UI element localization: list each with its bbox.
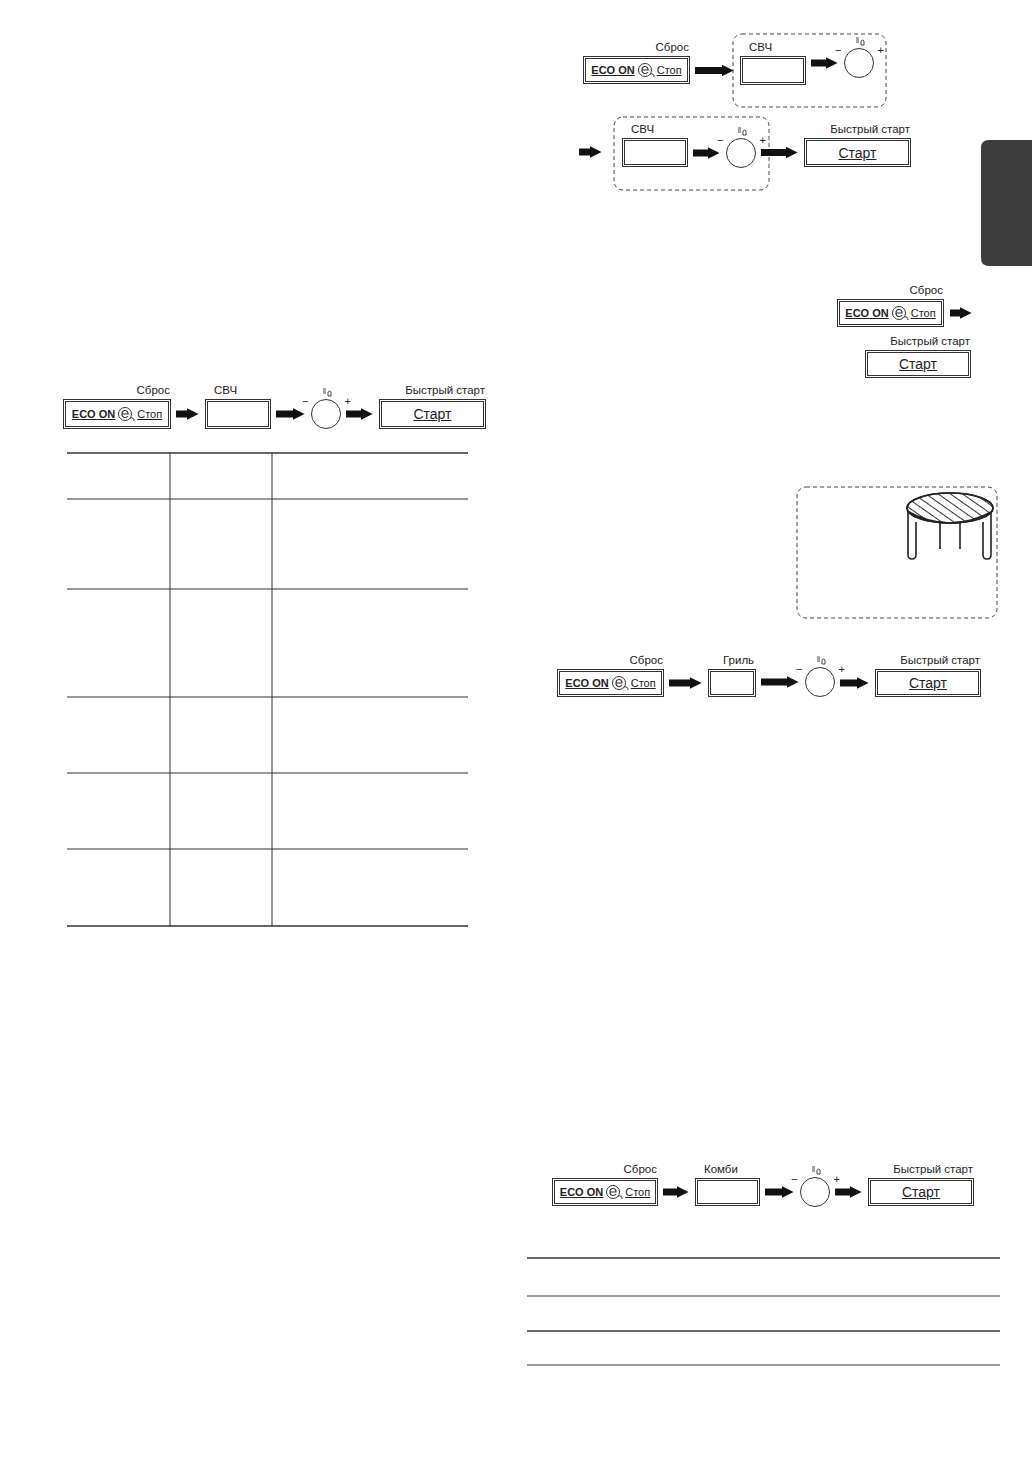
button-caption: Быстрый старт — [830, 123, 910, 136]
minus-sign: − — [302, 396, 308, 407]
control-dial: −+ — [800, 1177, 830, 1207]
dial-icon — [816, 656, 826, 665]
start-label: Старт — [413, 406, 451, 422]
mode-button: Комби — [695, 1178, 760, 1206]
eco-icon — [605, 1184, 623, 1200]
flow-arrow — [669, 680, 692, 687]
table-grid — [527, 1258, 1000, 1365]
minus-sign: − — [796, 664, 802, 675]
table-grid — [67, 453, 468, 926]
start-button: Быстрый стартСтарт — [865, 350, 971, 378]
control-dial: −+ — [805, 667, 835, 697]
plus-sign: + — [760, 135, 766, 146]
eco-label: ECO ON — [72, 408, 115, 420]
start-button: Быстрый стартСтарт — [875, 669, 981, 697]
button-caption: Сброс — [624, 1163, 657, 1176]
button-caption: СВЧ — [631, 123, 654, 136]
start-button: Быстрый стартСтарт — [379, 399, 486, 429]
flow-arrow — [761, 149, 788, 156]
flow-arrow — [835, 1189, 852, 1196]
eco-label: ECO ON — [565, 677, 608, 689]
dial-icon — [322, 388, 332, 397]
dashed-frame — [797, 487, 997, 618]
mode-button: СВЧ — [622, 138, 688, 167]
grill-rack — [907, 493, 993, 559]
eco-icon — [891, 305, 909, 321]
eco-icon — [637, 62, 655, 78]
start-label: Старт — [899, 356, 937, 372]
flow-arrow — [276, 411, 295, 418]
start-button: Быстрый стартСтарт — [804, 138, 911, 167]
flow-arrow — [693, 150, 710, 157]
dial-icon — [855, 37, 865, 46]
flow-arrow — [761, 679, 789, 686]
button-caption: Быстрый старт — [405, 384, 485, 397]
plus-sign: + — [345, 396, 351, 407]
dashed-group — [614, 117, 769, 190]
stop-label: Стоп — [137, 408, 162, 420]
mode-button: СВЧ — [740, 56, 806, 85]
eco-label: ECO ON — [591, 64, 634, 76]
control-dial: −+ — [726, 138, 756, 168]
button-caption: Быстрый старт — [900, 654, 980, 667]
flow-arrow — [765, 1189, 784, 1196]
plus-sign: + — [878, 45, 884, 56]
button-caption: Сброс — [910, 284, 943, 297]
button-caption: Комби — [704, 1163, 738, 1176]
minus-sign: − — [791, 1174, 797, 1185]
eco-label: ECO ON — [560, 1186, 603, 1198]
stop-button: СбросECO ONСтоп — [583, 56, 690, 84]
dial-icon — [811, 1166, 821, 1175]
button-caption: Сброс — [630, 654, 663, 667]
start-button: Быстрый стартСтарт — [868, 1178, 974, 1206]
button-caption: СВЧ — [214, 384, 237, 397]
stop-button: СбросECO ONСтоп — [552, 1178, 658, 1206]
eco-label: ECO ON — [845, 307, 888, 319]
dashed-group — [733, 34, 886, 107]
control-dial: −+ — [311, 399, 341, 429]
plus-sign: + — [839, 664, 845, 675]
stop-button: СбросECO ONСтоп — [557, 669, 664, 697]
button-caption: СВЧ — [749, 41, 772, 54]
flow-arrow — [695, 67, 724, 74]
button-caption: Сброс — [137, 384, 170, 397]
control-dial: −+ — [844, 48, 874, 78]
dial-icon — [737, 127, 747, 136]
button-caption: Быстрый старт — [890, 335, 970, 348]
flow-arrow — [346, 411, 363, 418]
button-caption: Сброс — [656, 41, 689, 54]
flow-arrow — [811, 60, 828, 67]
stop-label: Стоп — [631, 677, 656, 689]
plus-sign: + — [834, 1174, 840, 1185]
start-label: Старт — [902, 1184, 940, 1200]
stop-label: Стоп — [657, 64, 682, 76]
mode-button: Гриль — [708, 669, 756, 697]
eco-icon — [117, 406, 135, 422]
mode-button: СВЧ — [205, 399, 271, 429]
stop-button: СбросECO ONСтоп — [837, 299, 944, 327]
start-label: Старт — [909, 675, 947, 691]
stop-button: СбросECO ONСтоп — [63, 399, 171, 429]
flow-arrow — [840, 680, 859, 687]
stop-label: Стоп — [625, 1186, 650, 1198]
flow-arrow — [176, 411, 189, 418]
button-caption: Быстрый старт — [893, 1163, 973, 1176]
eco-icon — [611, 675, 629, 691]
stop-label: Стоп — [911, 307, 936, 319]
flow-arrow — [663, 1189, 679, 1196]
minus-sign: − — [717, 135, 723, 146]
button-caption: Гриль — [723, 654, 754, 667]
flow-arrow — [579, 152, 962, 313]
start-label: Старт — [838, 145, 876, 161]
section-tab — [981, 140, 1032, 266]
minus-sign: − — [835, 45, 841, 56]
